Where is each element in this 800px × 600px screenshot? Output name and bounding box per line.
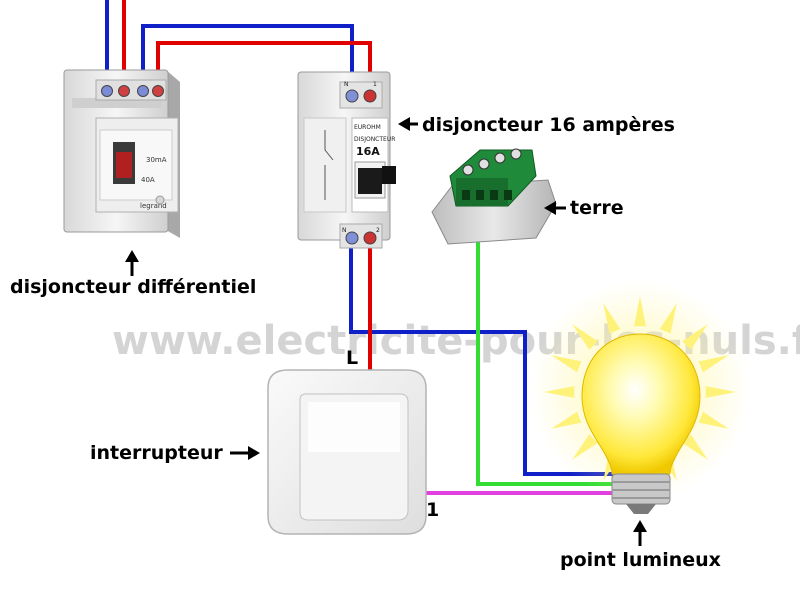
bulb-ray [603, 303, 621, 334]
label-light: point lumineux [560, 549, 721, 571]
breaker-terminal-top-n: N [344, 81, 349, 88]
bulb-ray [682, 434, 708, 460]
bulb-ray [572, 434, 598, 460]
breaker-terminal-bottom-n: N [342, 227, 347, 234]
diff-brand: legrand [140, 202, 167, 210]
wire-neutral-to-lamp [349, 243, 616, 476]
earth-screw-2 [478, 158, 490, 170]
arrow-differential-head [125, 250, 139, 262]
diff-din-notch-top [72, 98, 162, 108]
earth-hole-4 [504, 190, 512, 200]
earth-hole-2 [476, 190, 484, 200]
arrow-switch [230, 446, 260, 460]
bulb-ray [698, 411, 729, 429]
bulb-ray [659, 303, 677, 334]
breaker-name: DISJONCTEUR [354, 136, 395, 143]
differential-breaker: 30mA 40A legrand [63, 69, 180, 238]
bulb-ray [572, 324, 598, 350]
light-switch [267, 369, 427, 535]
bulb-ray [705, 386, 736, 398]
bulb-ray [544, 386, 575, 398]
diff-terminal-block [95, 79, 167, 101]
diff-sensitivity: 30mA [146, 156, 167, 164]
diff-toggle [116, 152, 132, 178]
arrow-light-head [633, 520, 647, 532]
breaker-rating: 16A [356, 145, 380, 158]
earth-hole-1 [462, 190, 470, 200]
breaker-brand: EUROHM [354, 124, 381, 131]
label-earth: terre [570, 197, 624, 219]
bulb-ray [634, 296, 646, 327]
diff-screw-4 [152, 85, 164, 97]
breaker-toggle [382, 166, 396, 184]
label-line-1: 1 [426, 499, 439, 521]
bulb-base-threads [612, 481, 670, 499]
breaker-toggle-face [358, 168, 382, 194]
breaker-16a: N 1 EUROHM DISJONCTEUR 16A N 2 [297, 71, 396, 249]
arrow-switch-head [248, 446, 260, 460]
diff-window-panel [99, 129, 173, 201]
wires [105, 0, 616, 495]
diff-screw-1 [101, 85, 113, 97]
label-switch: interrupteur [90, 442, 223, 464]
wire-neutral-diff-to-breaker [141, 24, 354, 90]
earth-screw-4 [510, 148, 522, 160]
arrow-earth-head [544, 201, 556, 215]
arrow-breaker16 [398, 117, 418, 131]
breaker-screw-bottom-n [345, 231, 359, 245]
earth-hole-3 [490, 190, 498, 200]
light-bulb [530, 280, 750, 514]
arrow-breaker16-head [398, 117, 410, 131]
bulb-tip [626, 504, 656, 514]
wire-earth-to-lamp [476, 226, 616, 486]
breaker-screw-top-1 [363, 89, 377, 103]
label-differential: disjoncteur différentiel [10, 276, 256, 298]
bulb-ray [551, 411, 582, 429]
switch-rocker-highlight [308, 402, 400, 452]
label-breaker16: disjoncteur 16 ampères [422, 114, 675, 136]
bulb-ray [551, 355, 582, 373]
arrow-light [633, 520, 647, 546]
breaker-terminal-bottom-2: 2 [376, 227, 380, 234]
earth-terminal-block [431, 148, 557, 245]
breaker-screw-bottom-2 [363, 231, 377, 245]
earth-screw-3 [494, 152, 506, 164]
bulb-ray [698, 355, 729, 373]
breaker-schematic [324, 130, 334, 200]
arrow-differential [125, 250, 139, 276]
bulb-ray [682, 324, 708, 350]
breaker-screw-top-n [345, 89, 359, 103]
diff-screw-3 [137, 85, 149, 97]
breaker-terminal-top-1: 1 [373, 81, 377, 88]
diff-rating: 40A [141, 176, 155, 184]
label-line-l: L [346, 347, 358, 369]
diff-screw-2 [118, 85, 130, 97]
arrow-earth [544, 201, 566, 215]
earth-screw-1 [462, 164, 474, 176]
diff-test-button [155, 195, 165, 205]
wire-phase-diff-to-breaker [156, 41, 372, 90]
